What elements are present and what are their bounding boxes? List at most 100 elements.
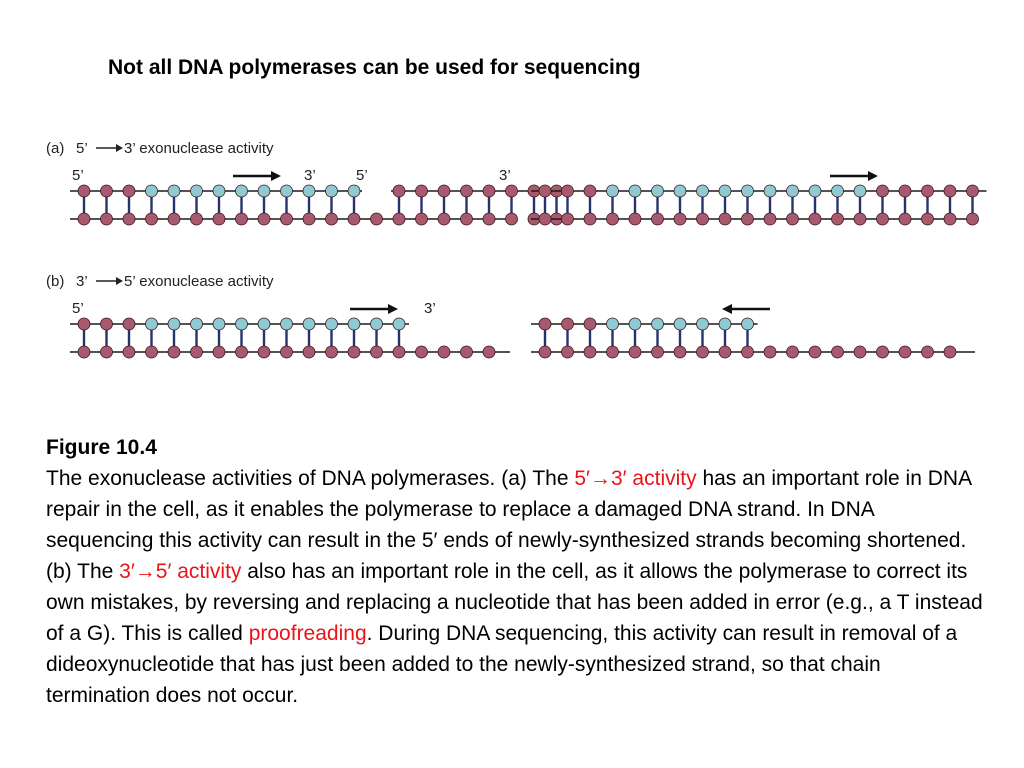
panel-a-left-top-nucleotide-new — [235, 184, 248, 198]
panel-b-left-top-nucleotide-new — [280, 317, 293, 331]
panel-b-left-bottom-nucleotide — [235, 345, 248, 359]
panel-b-left-top-nucleotide-new — [302, 317, 316, 331]
panel-b-left-bottom-nucleotide — [77, 345, 91, 359]
panel-b-from: 3’ — [76, 273, 88, 290]
panel-b-right-bottom-nucleotide — [628, 345, 642, 359]
panel-a-left-bottom-nucleotide — [460, 212, 473, 226]
panel-b-left-top-nucleotide-new — [257, 317, 271, 331]
panel-b-left-bottom-nucleotide — [437, 345, 451, 359]
panel-b-tag: (b) — [46, 273, 64, 290]
panel-a-right-top-nucleotide-old — [921, 184, 934, 198]
panel-b-right-bottom-nucleotide — [583, 345, 597, 359]
panel-b-left-bottom-nucleotide — [347, 345, 361, 359]
panel-a-right-bottom-nucleotide — [718, 212, 732, 226]
panel-b-right-bottom-nucleotide — [696, 345, 709, 359]
caption-text-4: . During DNA sequencing, this activity c… — [46, 622, 958, 707]
panel-b-right-bottom-nucleotide — [538, 345, 552, 359]
panel-a-right-top-nucleotide-old — [583, 184, 597, 198]
panel-a-right-bottom-nucleotide — [651, 212, 664, 226]
panel-b-left-bottom-nucleotide — [212, 345, 226, 359]
panel-b-right-top-nucleotide-new — [673, 317, 687, 331]
panel-b-end-label-3prime: 3’ — [424, 300, 436, 317]
panel-b-left-bottom-nucleotide — [482, 345, 496, 359]
panel-a-right-bottom-nucleotide — [628, 212, 642, 226]
panel-a-tag: (a) — [46, 140, 64, 157]
panel-a-left-bottom-nucleotide — [325, 212, 338, 226]
panel-b-left-bottom-nucleotide — [392, 345, 406, 359]
panel-a-right-bottom-nucleotide — [831, 212, 844, 226]
panel-a-left-bottom-nucleotide — [122, 212, 136, 226]
panel-a-right-bottom-nucleotide — [538, 212, 552, 226]
panel-a-left-bottom-nucleotide — [235, 212, 248, 226]
panel-a-left-top-nucleotide-old — [482, 184, 496, 198]
panel-b-right-arrow-head — [722, 304, 732, 314]
panel-a-right-arrow-head — [868, 171, 878, 181]
panel-a-from: 5’ — [76, 140, 88, 157]
panel-b-end-label-5prime: 5’ — [72, 300, 84, 317]
panel-a-right-top-nucleotide-old — [943, 184, 957, 198]
panel-b-left-bottom-nucleotide — [257, 345, 271, 359]
panel-a-left-bottom-nucleotide — [280, 212, 293, 226]
panel-a-right-top-nucleotide-new — [853, 184, 867, 198]
panel-b-left-top-nucleotide-new — [325, 317, 338, 331]
panel-b-left-bottom-nucleotide — [190, 345, 203, 359]
slide-title: Not all DNA polymerases can be used for … — [108, 56, 641, 79]
panel-a-right-bottom-nucleotide — [561, 212, 574, 226]
panel-a-left-bottom-nucleotide — [77, 212, 91, 226]
panel-b-left-top-nucleotide-new — [190, 317, 203, 331]
panel-a-left-top-nucleotide-new — [190, 184, 203, 198]
panel-a-left-top-nucleotide-old — [100, 184, 113, 198]
panel-a-left-bottom-nucleotide — [392, 212, 406, 226]
panel-b-left-top-nucleotide-old — [77, 317, 91, 331]
panel-a-right-bottom-nucleotide — [966, 212, 979, 226]
panel-b-right-top-nucleotide-new — [606, 317, 619, 331]
panel-a-left-top-nucleotide-new — [325, 184, 338, 198]
panel-b-right-bottom-nucleotide — [786, 345, 799, 359]
panel-a-label: (a) 5’ 3’ exonuclease activity — [46, 140, 274, 157]
dna-strands — [70, 171, 987, 359]
panel-a-right-bottom-nucleotide — [673, 212, 687, 226]
panel-a-right-top-nucleotide-old — [876, 184, 889, 198]
panel-b-left-top-nucleotide-new — [167, 317, 181, 331]
panel-a-left-bottom-nucleotide — [437, 212, 451, 226]
caption-highlight-proofreading: proofreading — [248, 622, 367, 645]
panel-a-right-bottom-nucleotide — [786, 212, 799, 226]
panel-a-right-top-nucleotide-old — [966, 184, 979, 198]
panel-b-left-top-nucleotide-new — [145, 317, 158, 331]
panel-b-left-bottom-nucleotide — [415, 345, 428, 359]
panel-a-label-arrowhead — [116, 144, 123, 152]
panel-b-right-bottom-nucleotide — [853, 345, 867, 359]
panel-a-left-bottom-nucleotide — [100, 212, 113, 226]
panel-b-label: (b) 3’ 5’ exonuclease activity — [46, 273, 274, 290]
panel-b-right-top-nucleotide-new — [651, 317, 664, 331]
panel-b-right-bottom-nucleotide — [831, 345, 844, 359]
caption-highlight-3to5: 3′→5′ activity — [119, 560, 242, 583]
panel-b-left-top-nucleotide-new — [370, 317, 383, 331]
panel-a-end-label-3prime-right: 3’ — [499, 167, 511, 184]
panel-a-end-label-5prime-right: 5’ — [356, 167, 368, 184]
panel-b-right-top-nucleotide-new — [718, 317, 732, 331]
panel-b-right-bottom-nucleotide — [898, 345, 912, 359]
panel-b-left-bottom-nucleotide — [325, 345, 338, 359]
panel-a-left-bottom-nucleotide — [167, 212, 181, 226]
panel-a-left-bottom-nucleotide — [212, 212, 226, 226]
panel-b-right-top-nucleotide-old — [561, 317, 574, 331]
panel-a-left-top-nucleotide-new — [347, 184, 361, 198]
panel-b-right-bottom-nucleotide — [763, 345, 777, 359]
panel-a-left-top-nucleotide-old — [505, 184, 518, 198]
panel-b-left-bottom-nucleotide — [302, 345, 316, 359]
caption-text-1: The exonuclease activities of DNA polyme… — [46, 467, 575, 490]
panel-b-left-bottom-nucleotide — [145, 345, 158, 359]
panel-a-left-top-nucleotide-old — [392, 184, 406, 198]
panel-b-right-top-nucleotide-new — [741, 317, 754, 331]
panel-a-right-bottom-nucleotide — [853, 212, 867, 226]
panel-b-right-bottom-nucleotide — [943, 345, 957, 359]
panel-b-right-bottom-nucleotide — [651, 345, 664, 359]
panel-b-label-arrowhead — [116, 277, 123, 285]
panel-b-right-bottom-nucleotide — [561, 345, 574, 359]
panel-a-left-bottom-nucleotide — [482, 212, 496, 226]
panel-a-right-top-nucleotide-new — [741, 184, 754, 198]
panel-a-left-top-nucleotide-old — [415, 184, 428, 198]
panel-a-left-top-nucleotide-new — [212, 184, 226, 198]
exonuclease-diagram: (a) 5’ 3’ exonuclease activity (b) 3’ 5’… — [46, 140, 987, 359]
